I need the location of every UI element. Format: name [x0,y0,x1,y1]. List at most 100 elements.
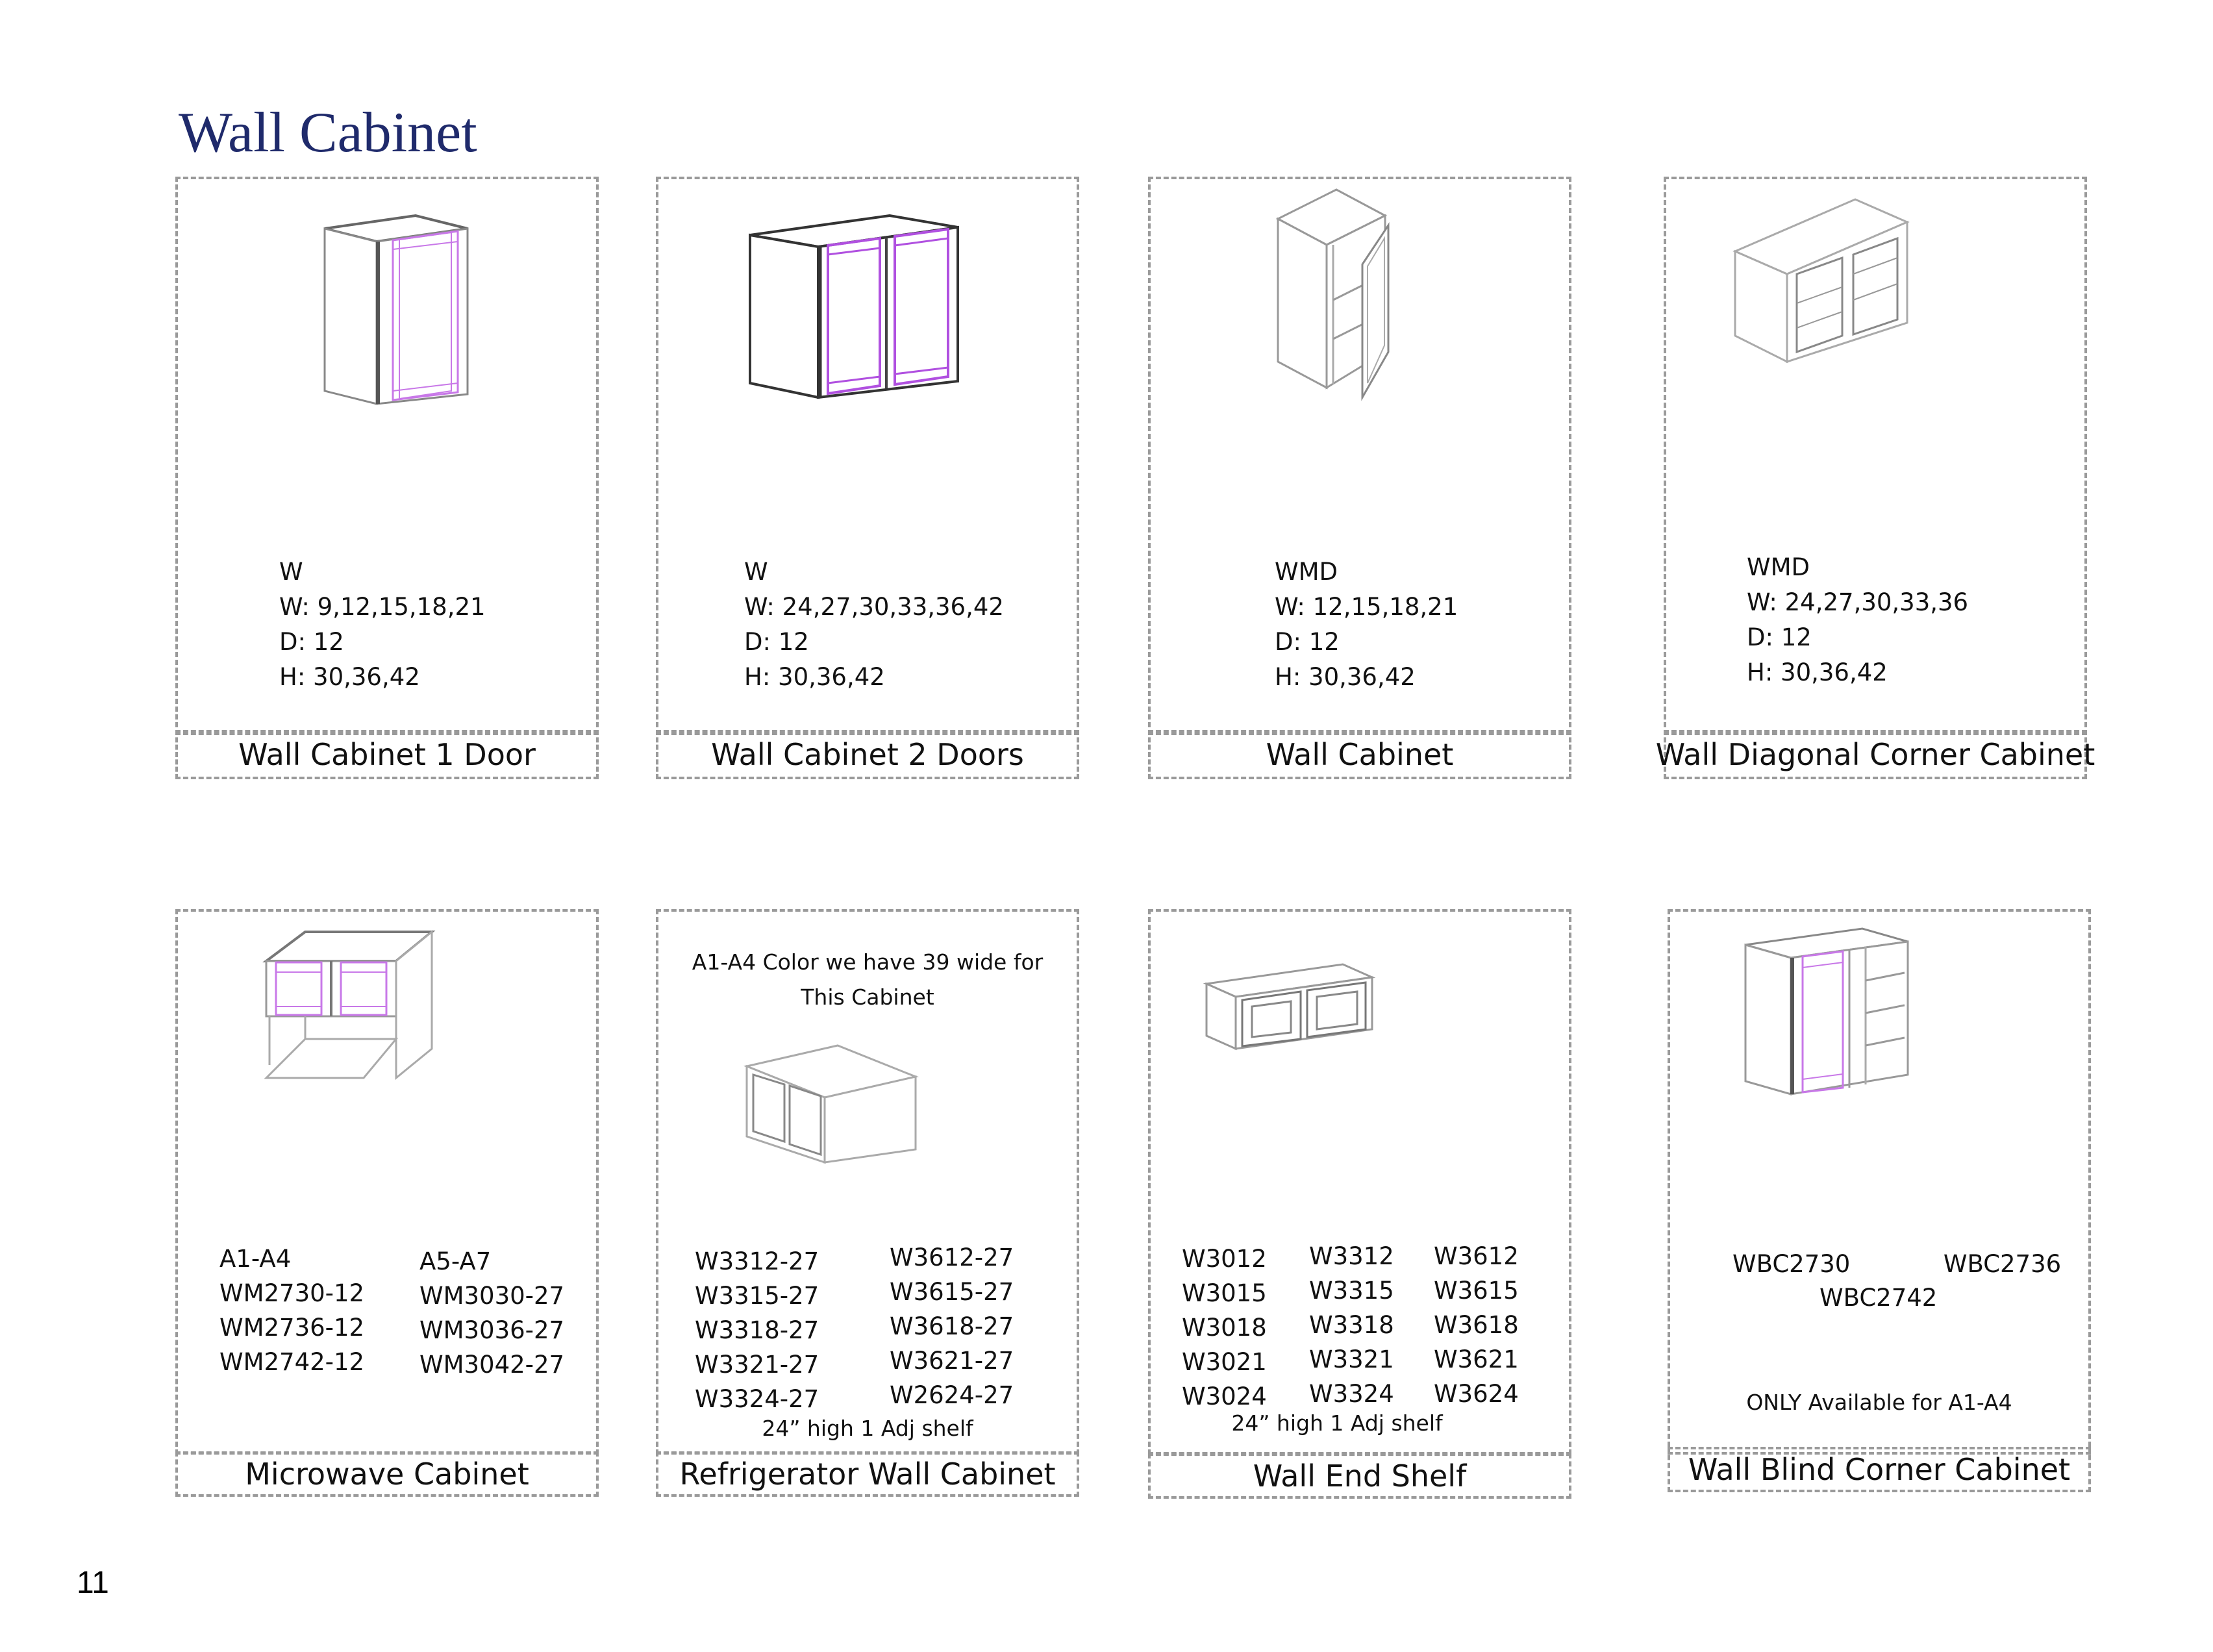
product-code: W3612 [1434,1242,1519,1270]
spec-list: W W: 9,12,15,18,21 D: 12 H: 30,36,42 [279,555,486,695]
product-card-wall-cabinet-wmd: WMD W: 12,15,18,21 D: 12 H: 30,36,42 Wal… [1148,177,1571,779]
product-card-wall-blind-corner-cabinet: WBC2730 WBC2736 WBC2742 ONLY Available f… [1668,909,2091,1497]
product-code: W3621 [1434,1345,1519,1373]
card-label: Wall Blind Corner Cabinet [1668,1447,2091,1492]
card-label: Wall Cabinet 1 Door [175,730,599,779]
product-code: W3015 [1182,1279,1267,1307]
product-code: W3618-27 [890,1312,1014,1340]
spec-code: W [279,558,303,586]
product-card-refrigerator-wall-cabinet: A1-A4 Color we have 39 wide for This Cab… [656,909,1079,1497]
product-code: W3315 [1309,1277,1394,1305]
spec-depth: D: 12 [1747,623,1812,651]
product-code: W3315-27 [695,1282,819,1310]
product-code: W3612-27 [890,1244,1014,1271]
product-card-wall-cabinet-1-door: W W: 9,12,15,18,21 D: 12 H: 30,36,42 Wal… [175,177,599,779]
product-code: WM2742-12 [219,1348,365,1376]
code-column-a1-a4: A1-A4 WM2730-12 WM2736-12 WM2742-12 [219,1242,364,1379]
code-column-3: W3612 W3615 W3618 W3621 W3624 [1434,1239,1519,1411]
product-code: W3618 [1434,1311,1519,1339]
spec-list: W W: 24,27,30,33,36,42 D: 12 H: 30,36,42 [744,555,1004,695]
card-frame [175,177,599,735]
double-door-wall-cabinet-icon [749,214,959,399]
spec-height: H: 30,36,42 [744,663,885,691]
product-card-wall-cabinet-2-doors: W W: 24,27,30,33,36,42 D: 12 H: 30,36,42… [656,177,1079,779]
glass-double-door-cabinet-icon [1732,198,1910,364]
spec-height: H: 30,36,42 [1747,658,1888,686]
product-code: W3615 [1434,1277,1519,1305]
refrigerator-wall-cabinet-icon [743,1044,919,1164]
product-card-wall-end-shelf: W3012 W3015 W3018 W3021 W3024 W3312 W331… [1148,909,1571,1499]
code-column-a5-a7: A5-A7 WM3030-27 WM3036-27 WM3042-27 [419,1244,564,1382]
spec-depth: D: 12 [1275,628,1340,656]
column-header: A1-A4 [219,1245,292,1273]
card-frame [1668,909,2091,1455]
card-frame [656,177,1079,735]
spec-height: H: 30,36,42 [1275,663,1416,691]
product-code: W3321-27 [695,1351,819,1379]
card-label: Wall Cabinet [1148,730,1571,779]
spec-code: WMD [1747,553,1810,581]
product-code: W3615-27 [890,1278,1014,1306]
glass-door-wall-cabinet-icon [1275,188,1390,401]
microwave-cabinet-icon [262,929,436,1081]
spec-width: W: 24,27,30,33,36,42 [744,593,1004,621]
card-frame [1148,177,1571,735]
product-code: W3321 [1309,1345,1394,1373]
availability-note: ONLY Available for A1-A4 [1746,1390,2012,1415]
card-frame [1664,177,2087,735]
product-code: WM3030-27 [419,1282,565,1310]
page-number: 11 [77,1566,109,1600]
spec-list: WMD W: 12,15,18,21 D: 12 H: 30,36,42 [1275,555,1458,695]
product-code: WM3042-27 [419,1351,565,1379]
spec-list: WMD W: 24,27,30,33,36 D: 12 H: 30,36,42 [1747,550,1968,690]
product-code: W3312-27 [695,1247,819,1275]
code-row-2: WBC2742 [1819,1281,1937,1315]
code-column-2: W3612-27 W3615-27 W3618-27 W3621-27 W262… [890,1240,1014,1412]
column-header: A5-A7 [419,1247,492,1275]
card-label: Wall End Shelf [1148,1453,1571,1499]
card-label: Wall Cabinet 2 Doors [656,730,1079,779]
spec-width: W: 9,12,15,18,21 [279,593,486,621]
spec-width: W: 12,15,18,21 [1275,593,1458,621]
spec-depth: D: 12 [279,628,344,656]
shelf-note: 24” high 1 Adj shelf [762,1416,973,1441]
code-row-1: WBC2730 WBC2736 [1732,1247,2061,1281]
product-code: W3318 [1309,1311,1394,1339]
product-code: WBC2730 [1732,1250,1851,1278]
product-code: W3324-27 [695,1385,819,1413]
product-code: W3621-27 [890,1347,1014,1375]
product-code: W3312 [1309,1242,1394,1270]
product-code: W3024 [1182,1383,1267,1410]
product-code: W3318-27 [695,1316,819,1344]
product-code: W3324 [1309,1380,1394,1408]
product-code: WM2730-12 [219,1279,365,1307]
product-code: WM3036-27 [419,1316,565,1344]
spec-code: W [744,558,768,586]
spec-depth: D: 12 [744,628,809,656]
product-code: W2624-27 [890,1381,1014,1409]
spec-code: WMD [1275,558,1338,586]
product-card-wall-diagonal-corner-cabinet: WMD W: 24,27,30,33,36 D: 12 H: 30,36,42 … [1656,177,2095,779]
page-title: Wall Cabinet [179,101,477,164]
card-label: Wall Diagonal Corner Cabinet [1656,730,2095,779]
code-column-1: W3012 W3015 W3018 W3021 W3024 [1182,1242,1267,1414]
product-code: W3021 [1182,1348,1267,1376]
code-column-2: W3312 W3315 W3318 W3321 W3324 [1309,1239,1394,1411]
availability-note: A1-A4 Color we have 39 wide for This Cab… [692,949,1044,1010]
product-code: WM2736-12 [219,1314,365,1342]
spec-width: W: 24,27,30,33,36 [1747,588,1969,616]
card-label: Microwave Cabinet [175,1451,599,1497]
product-code: W3624 [1434,1380,1519,1408]
code-column-1: W3312-27 W3315-27 W3318-27 W3321-27 W332… [695,1244,819,1416]
product-code: W3018 [1182,1314,1267,1342]
card-label: Refrigerator Wall Cabinet [656,1451,1079,1497]
product-code: WBC2736 [1943,1250,2062,1278]
product-code: W3012 [1182,1245,1267,1273]
single-door-wall-cabinet-icon [323,214,469,405]
spec-height: H: 30,36,42 [279,663,420,691]
blind-corner-cabinet-icon [1744,927,1909,1095]
product-card-microwave-cabinet: A1-A4 WM2730-12 WM2736-12 WM2742-12 A5-A… [175,909,599,1497]
shelf-note: 24” high 1 Adj shelf [1231,1410,1443,1436]
product-code: WBC2742 [1819,1284,1938,1312]
wide-wall-cabinet-icon [1203,963,1376,1051]
